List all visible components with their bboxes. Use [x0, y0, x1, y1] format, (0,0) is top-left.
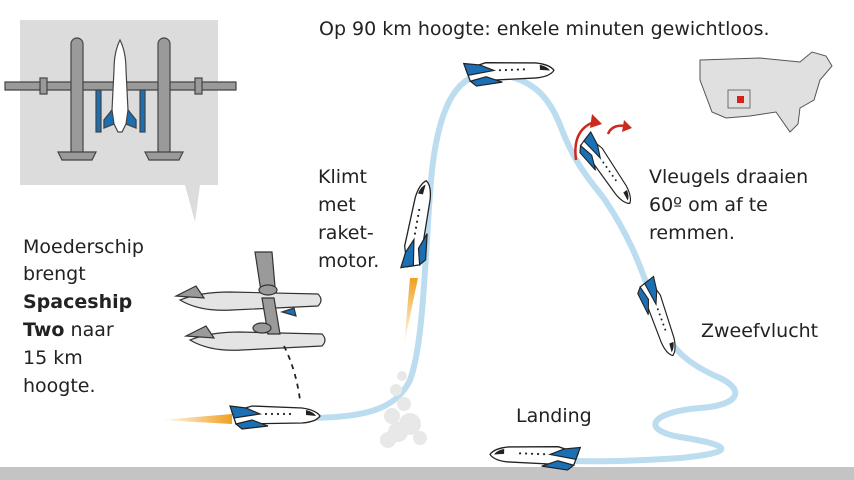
spaceship-climb	[400, 178, 440, 273]
rotation-arrowheads	[590, 114, 632, 132]
caption-climb-line2: met	[318, 194, 356, 216]
caption-mothership-line2: brengt	[23, 263, 86, 285]
caption-climb-line1: Klimt	[318, 166, 367, 188]
caption-climb-line4: motor.	[318, 250, 380, 272]
caption-top: Op 90 km hoogte: enkele minuten gewichtl…	[319, 18, 770, 40]
caption-glide: Zweefvlucht	[701, 320, 819, 342]
caption-wings-line3: remmen.	[649, 222, 735, 244]
caption-wings-line2: 60º om af te	[649, 194, 768, 216]
location-marker	[737, 96, 744, 103]
ground	[0, 467, 854, 480]
mothership-topview	[4, 37, 237, 161]
rocket-flame-vertical	[404, 278, 418, 345]
spaceship-apex	[463, 59, 556, 88]
caption-mothership-line4-text: Two naar	[23, 319, 114, 341]
release-drop-line	[283, 345, 301, 401]
caption-landing: Landing	[516, 405, 592, 427]
caption-mothership-line3: Spaceship	[23, 291, 133, 313]
spaceship-landing	[488, 443, 581, 472]
caption-mothership-line1: Moederschip	[23, 236, 144, 258]
mothership-side-view	[173, 251, 326, 351]
rocket-flame-horizontal	[160, 414, 232, 424]
spaceship-glide	[633, 275, 682, 361]
caption-climb-line3: raket-	[318, 222, 374, 244]
caption-mothership-line4: Two naar	[23, 319, 114, 342]
us-map-inset	[699, 51, 833, 133]
caption-mothership-line6: hoogte.	[23, 375, 96, 397]
caption-wings-line1: Vleugels draaien	[649, 166, 809, 188]
smoke-cloud	[380, 371, 427, 448]
mothership-inset	[4, 20, 237, 222]
spaceship-release	[229, 405, 321, 430]
caption-mothership-line5: 15 km	[23, 347, 83, 369]
